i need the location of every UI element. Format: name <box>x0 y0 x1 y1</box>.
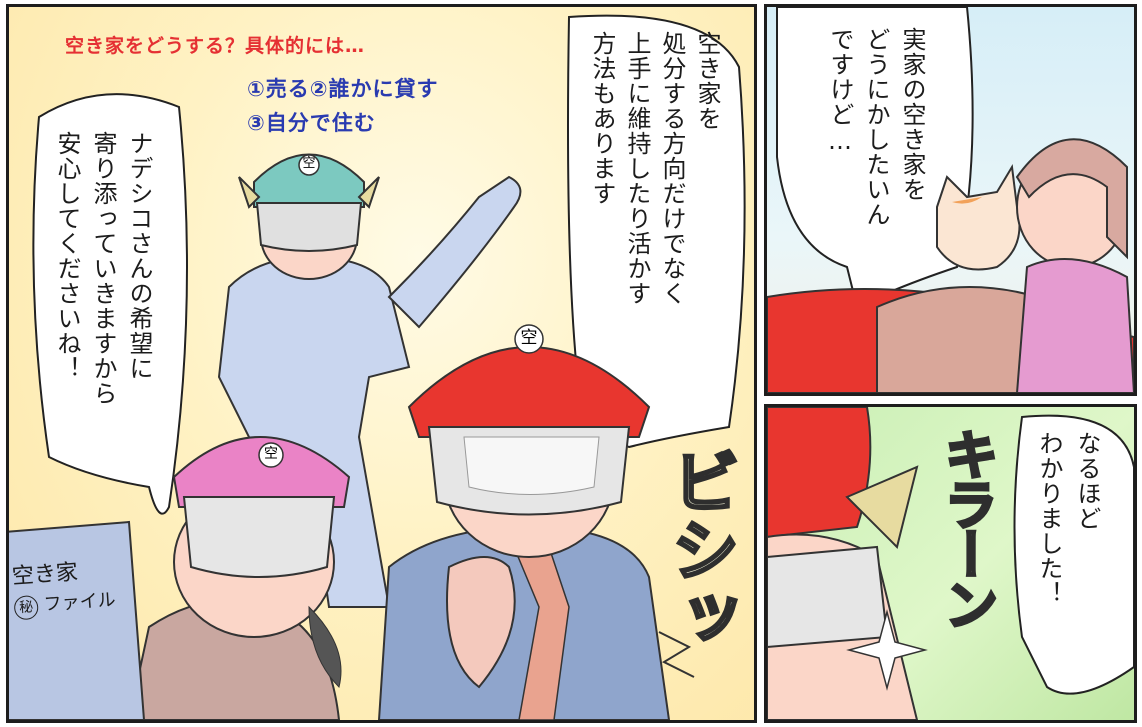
bubble-line: ですけど… <box>826 27 854 156</box>
helmet-mark-red: 空 <box>520 328 538 348</box>
caption-question: 空き家をどうする？具体的には… <box>65 35 366 57</box>
file-label-text: ファイル <box>43 589 117 616</box>
comic-panel-bottom-right: なるほど わかりました！ キラーン <box>764 404 1137 723</box>
file-label: 空き家 秘 ファイル <box>11 556 117 623</box>
comic-panel-top-right: 実家の空き家を どうにかしたいん ですけど… <box>764 4 1137 396</box>
caption-options-line2: ③自分で住む <box>247 111 376 135</box>
bubble-line: 寄り添っていきますから <box>89 131 117 406</box>
helmet-mark-blue: 空 <box>302 156 316 171</box>
character-pink-helmet <box>127 436 351 720</box>
bubble-line: ナデシコさんの希望に <box>125 131 153 381</box>
helmet-mark-pink: 空 <box>264 446 278 462</box>
woman-illustration <box>1015 138 1134 393</box>
speech-bubble-reassure: ナデシコさんの希望に 寄り添っていきますから 安心してくださいね！ <box>49 131 157 471</box>
bottom-right-panel-art <box>767 407 1134 720</box>
main-panel-art <box>9 14 746 720</box>
top-right-panel-art <box>767 7 1134 393</box>
bubble-line: 処分する方向だけでなく <box>658 31 686 306</box>
speech-bubble-advisor: 空き家を 処分する方向だけでなく 上手に維持したり活かす 方法もあります <box>584 31 724 431</box>
bubble-line: 方法もあります <box>588 31 616 206</box>
bubble-line: わかりました！ <box>1035 431 1063 606</box>
comic-panel-main: 空き家をどうする？具体的には… ①売る②誰かに貸す ③自分で住む 空き家を 処分… <box>6 4 757 723</box>
character-red-helmet <box>377 324 671 720</box>
speech-bubble-understood: なるほど わかりました！ <box>1030 431 1106 681</box>
caption-options-line1: ①売る②誰かに貸す <box>247 77 439 101</box>
cat-illustration <box>936 164 1021 271</box>
bubble-line: 空き家を <box>693 31 721 131</box>
secret-file-folder <box>9 520 146 720</box>
secret-stamp: 秘 <box>13 594 40 621</box>
bubble-line: 実家の空き家を <box>898 27 926 202</box>
sparkle-icon <box>846 609 928 691</box>
bubble-line: どうにかしたいん <box>862 27 890 227</box>
bubble-line: 安心してくださいね！ <box>53 131 81 381</box>
bubble-line: なるほど <box>1073 431 1101 531</box>
speech-bubble-client: 実家の空き家を どうにかしたいん ですけど… <box>822 27 930 277</box>
sfx-kiran: キラーン <box>934 426 1000 629</box>
bubble-line: 上手に維持したり活かす <box>623 31 651 306</box>
sfx-bishi: ビシッ <box>658 446 740 653</box>
